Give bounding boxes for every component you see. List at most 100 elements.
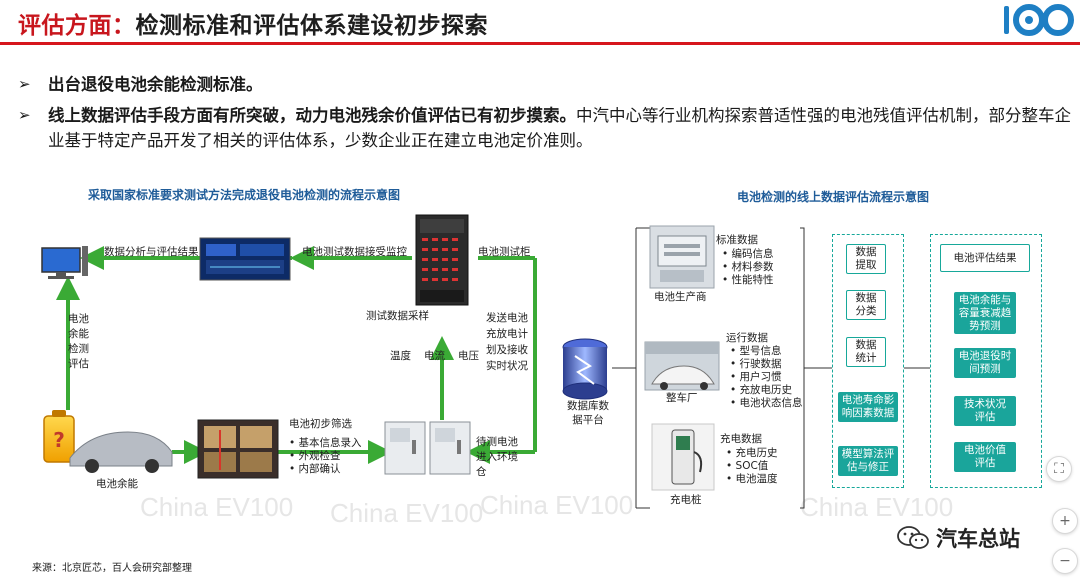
source-item: 材料参数 (722, 261, 774, 274)
temperature-label: 温度 (390, 350, 411, 362)
send-plan-label: 发送电池充放电计划及接收实时状况 (486, 312, 528, 372)
source-item: 电池温度 (726, 473, 778, 486)
model-box: 电池寿命影响因素数据 (838, 392, 898, 422)
title-prefix: 评估方面： (18, 13, 136, 39)
car-icon (69, 431, 173, 473)
wechat-account: 汽车总站 (896, 523, 1020, 553)
screening-list: 基本信息录入 外观检查 内部确认 (289, 437, 362, 476)
source-bracket (612, 227, 930, 509)
result-box: 技术状况评估 (954, 396, 1016, 426)
model-box: 模型算法评估与修正 (838, 446, 898, 476)
source-item: SOC值 (726, 460, 778, 473)
result-box-text: 技术状况评估 (964, 398, 1006, 423)
zoom-in-button[interactable]: + (1052, 508, 1078, 534)
watermark-text: China EV100 (480, 490, 634, 520)
source-title: 充电数据 (720, 433, 762, 445)
process-box-text: 数据提取 (855, 246, 877, 271)
watermark-text: China EV100 (140, 492, 294, 522)
fullscreen-button[interactable]: ⛶ (1046, 456, 1072, 482)
result-group (930, 234, 1042, 488)
result-box: 电池退役时间预测 (954, 348, 1016, 378)
process-group (832, 234, 904, 488)
screening-label: 电池初步筛选 (289, 418, 352, 430)
title-rule (0, 42, 1080, 45)
battery-icon: ? (43, 410, 75, 463)
monitor-screen-icon (199, 237, 291, 281)
result-title: 电池评估结果 (953, 251, 1017, 264)
remaining-evaluation-label: 电池余能检测评估 (68, 313, 89, 370)
result-box: 电池余能与容量衰减趋势预测 (954, 292, 1016, 334)
bullet-2-bold: 线上数据评估手段方面有所突破，动力电池残余价值评估已有初步摸索。 (48, 106, 576, 125)
result-box-text: 电池余能与容量衰减趋势预测 (958, 293, 1012, 332)
battery-pack-icon (197, 419, 279, 479)
svg-text:?: ? (53, 428, 65, 452)
result-title-box: 电池评估结果 (940, 244, 1030, 272)
source-item: 电池状态信息 (730, 397, 803, 410)
process-box-text: 数据统计 (855, 339, 877, 364)
process-box: 数据统计 (846, 337, 886, 367)
source-items: 型号信息 行驶数据 用户习惯 充放电历史 电池状态信息 (730, 345, 803, 410)
wechat-icon (897, 526, 929, 549)
ev100-logo-icon (1004, 4, 1074, 36)
monitor-label: 电池测试数据接受监控 (302, 246, 407, 258)
cabinet-label: 电池测试柜 (478, 246, 531, 258)
screening-item: 外观检查 (289, 450, 362, 463)
source-item: 型号信息 (730, 345, 803, 358)
model-box-text: 电池寿命影响因素数据 (841, 394, 895, 419)
analysis-label: 数据分析与评估结果 (104, 246, 199, 258)
model-box-text: 模型算法评估与修正 (841, 448, 895, 473)
source-title: 标准数据 (716, 234, 758, 246)
result-box-text: 电池退役时间预测 (958, 350, 1012, 375)
test-cabinet-icon (415, 214, 469, 306)
car-factory-icon (644, 341, 720, 391)
sampling-label: 测试数据采样 (366, 310, 429, 322)
source-item: 编码信息 (722, 248, 774, 261)
watermark-text: China EV100 (330, 498, 484, 528)
source-name: 电池生产商 (654, 291, 707, 303)
expand-icon: ⛶ (1054, 461, 1064, 477)
page-title: 评估方面：检测标准和评估体系建设初步探索 (18, 6, 488, 40)
database-platform-icon (562, 338, 608, 400)
process-box: 数据提取 (846, 244, 886, 274)
bullet-1-bold: 出台退役电池余能检测标准。 (48, 75, 263, 94)
process-box: 数据分类 (846, 290, 886, 320)
computer-icon (41, 246, 88, 279)
screening-item: 内部确认 (289, 463, 362, 476)
env-chamber-label: 待测电池进入环境仓 (476, 436, 518, 478)
platform-label: 数据库数据平台 (567, 400, 609, 426)
left-diagram-caption: 采取国家标准要求测试方法完成退役电池检测的流程示意图 (88, 188, 401, 202)
current-label: 电流 (424, 350, 445, 362)
source-item: 行驶数据 (730, 358, 803, 371)
bullet-arrow-icon: ➢ (18, 75, 31, 93)
source-item: 充放电历史 (730, 384, 803, 397)
source-item: 充电历史 (726, 447, 778, 460)
factory-machine-icon (649, 225, 715, 289)
source-name: 充电桩 (670, 494, 702, 506)
bullet-2-text: 中汽中心等行业机构探索普适性强的电池残值评估机制，部分整车企业基于特定产品开发了… (48, 106, 1071, 150)
result-box-text: 电池价值评估 (964, 444, 1006, 469)
source-item: 性能特性 (722, 274, 774, 287)
charging-pile-icon (651, 423, 715, 491)
source-items: 编码信息 材料参数 性能特性 (722, 248, 774, 287)
screening-item: 基本信息录入 (289, 437, 362, 450)
wechat-name: 汽车总站 (936, 527, 1020, 551)
source-note: 来源：北京匠芯，百人会研究部整理 (32, 563, 192, 574)
environment-chamber-icon (384, 421, 471, 475)
zoom-out-button[interactable]: − (1052, 548, 1078, 574)
plus-icon: + (1059, 513, 1071, 529)
process-box-text: 数据分类 (855, 292, 877, 317)
result-box: 电池价值评估 (954, 442, 1016, 472)
watermark-text: China EV100 (800, 492, 954, 522)
bullet-arrow-icon: ➢ (18, 106, 31, 124)
voltage-label: 电压 (458, 350, 479, 362)
battery-remaining-label: 电池余能 (96, 478, 138, 490)
source-title: 运行数据 (726, 332, 768, 344)
title-main: 检测标准和评估体系建设初步探索 (135, 13, 488, 39)
minus-icon: − (1059, 553, 1071, 569)
source-name: 整车厂 (666, 392, 698, 404)
source-items: 充电历史 SOC值 电池温度 (726, 447, 778, 486)
source-item: 用户习惯 (730, 371, 803, 384)
right-diagram-caption: 电池检测的线上数据评估流程示意图 (737, 190, 930, 204)
